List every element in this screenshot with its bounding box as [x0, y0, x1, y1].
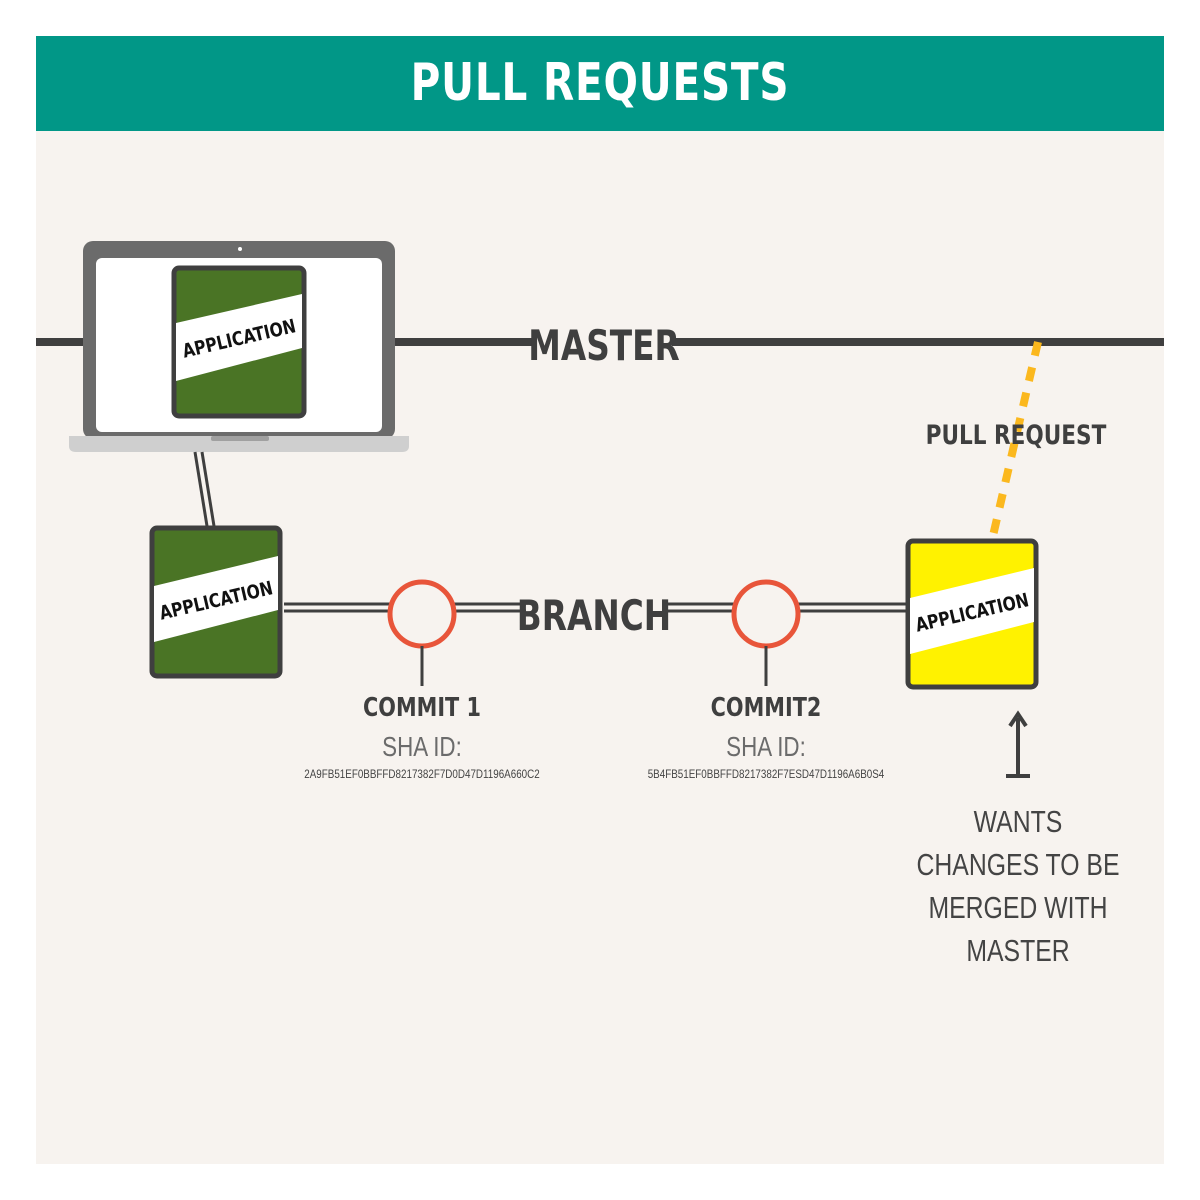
branch-label: BRANCH	[517, 591, 671, 640]
commit-1-sha-label: SHA ID:	[382, 732, 462, 763]
commit-1-sha-id: 2A9FB51EF0BBFFD8217382F7D0D47D1196A660C2	[304, 768, 539, 781]
pull-request-line	[988, 341, 1042, 541]
laptop-icon	[69, 241, 409, 452]
commit-1-node	[387, 579, 457, 686]
page-title: PULL REQUESTS	[410, 53, 790, 113]
diagram-frame: PULL REQUESTS MASTER APPLICATION	[36, 36, 1164, 1164]
title-banner: PULL REQUESTS	[36, 36, 1164, 131]
merge-note-line-2: CHANGES TO BE	[917, 847, 1120, 881]
commit-2-node	[731, 579, 801, 686]
branch-line	[284, 602, 906, 613]
merge-note-line-4: MASTER	[966, 933, 1069, 967]
master-label: MASTER	[528, 321, 679, 370]
commit-2-sha-id: 5B4FB51EF0BBFFD8217382F7ESD47D1196A6B0S4	[648, 768, 885, 781]
commit-2-name: COMMIT2	[711, 692, 822, 723]
arrow-up-icon	[1006, 710, 1030, 778]
merge-note: WANTS CHANGES TO BE MERGED WITH MASTER	[917, 804, 1120, 967]
clone-connector	[193, 451, 216, 527]
pull-request-application-icon: APPLICATION	[905, 538, 1039, 690]
merge-note-line-3: MERGED WITH	[928, 890, 1107, 924]
commit-2-sha-label: SHA ID:	[726, 732, 806, 763]
pull-request-label: PULL REQUEST	[926, 419, 1107, 451]
branch-application-icon: APPLICATION	[149, 525, 283, 679]
merge-note-line-1: WANTS	[974, 804, 1063, 838]
pull-request-diagram: MASTER APPLICATION	[36, 241, 1164, 968]
laptop-application-icon: APPLICATION	[171, 265, 307, 419]
commit-1-name: COMMIT 1	[363, 692, 481, 723]
